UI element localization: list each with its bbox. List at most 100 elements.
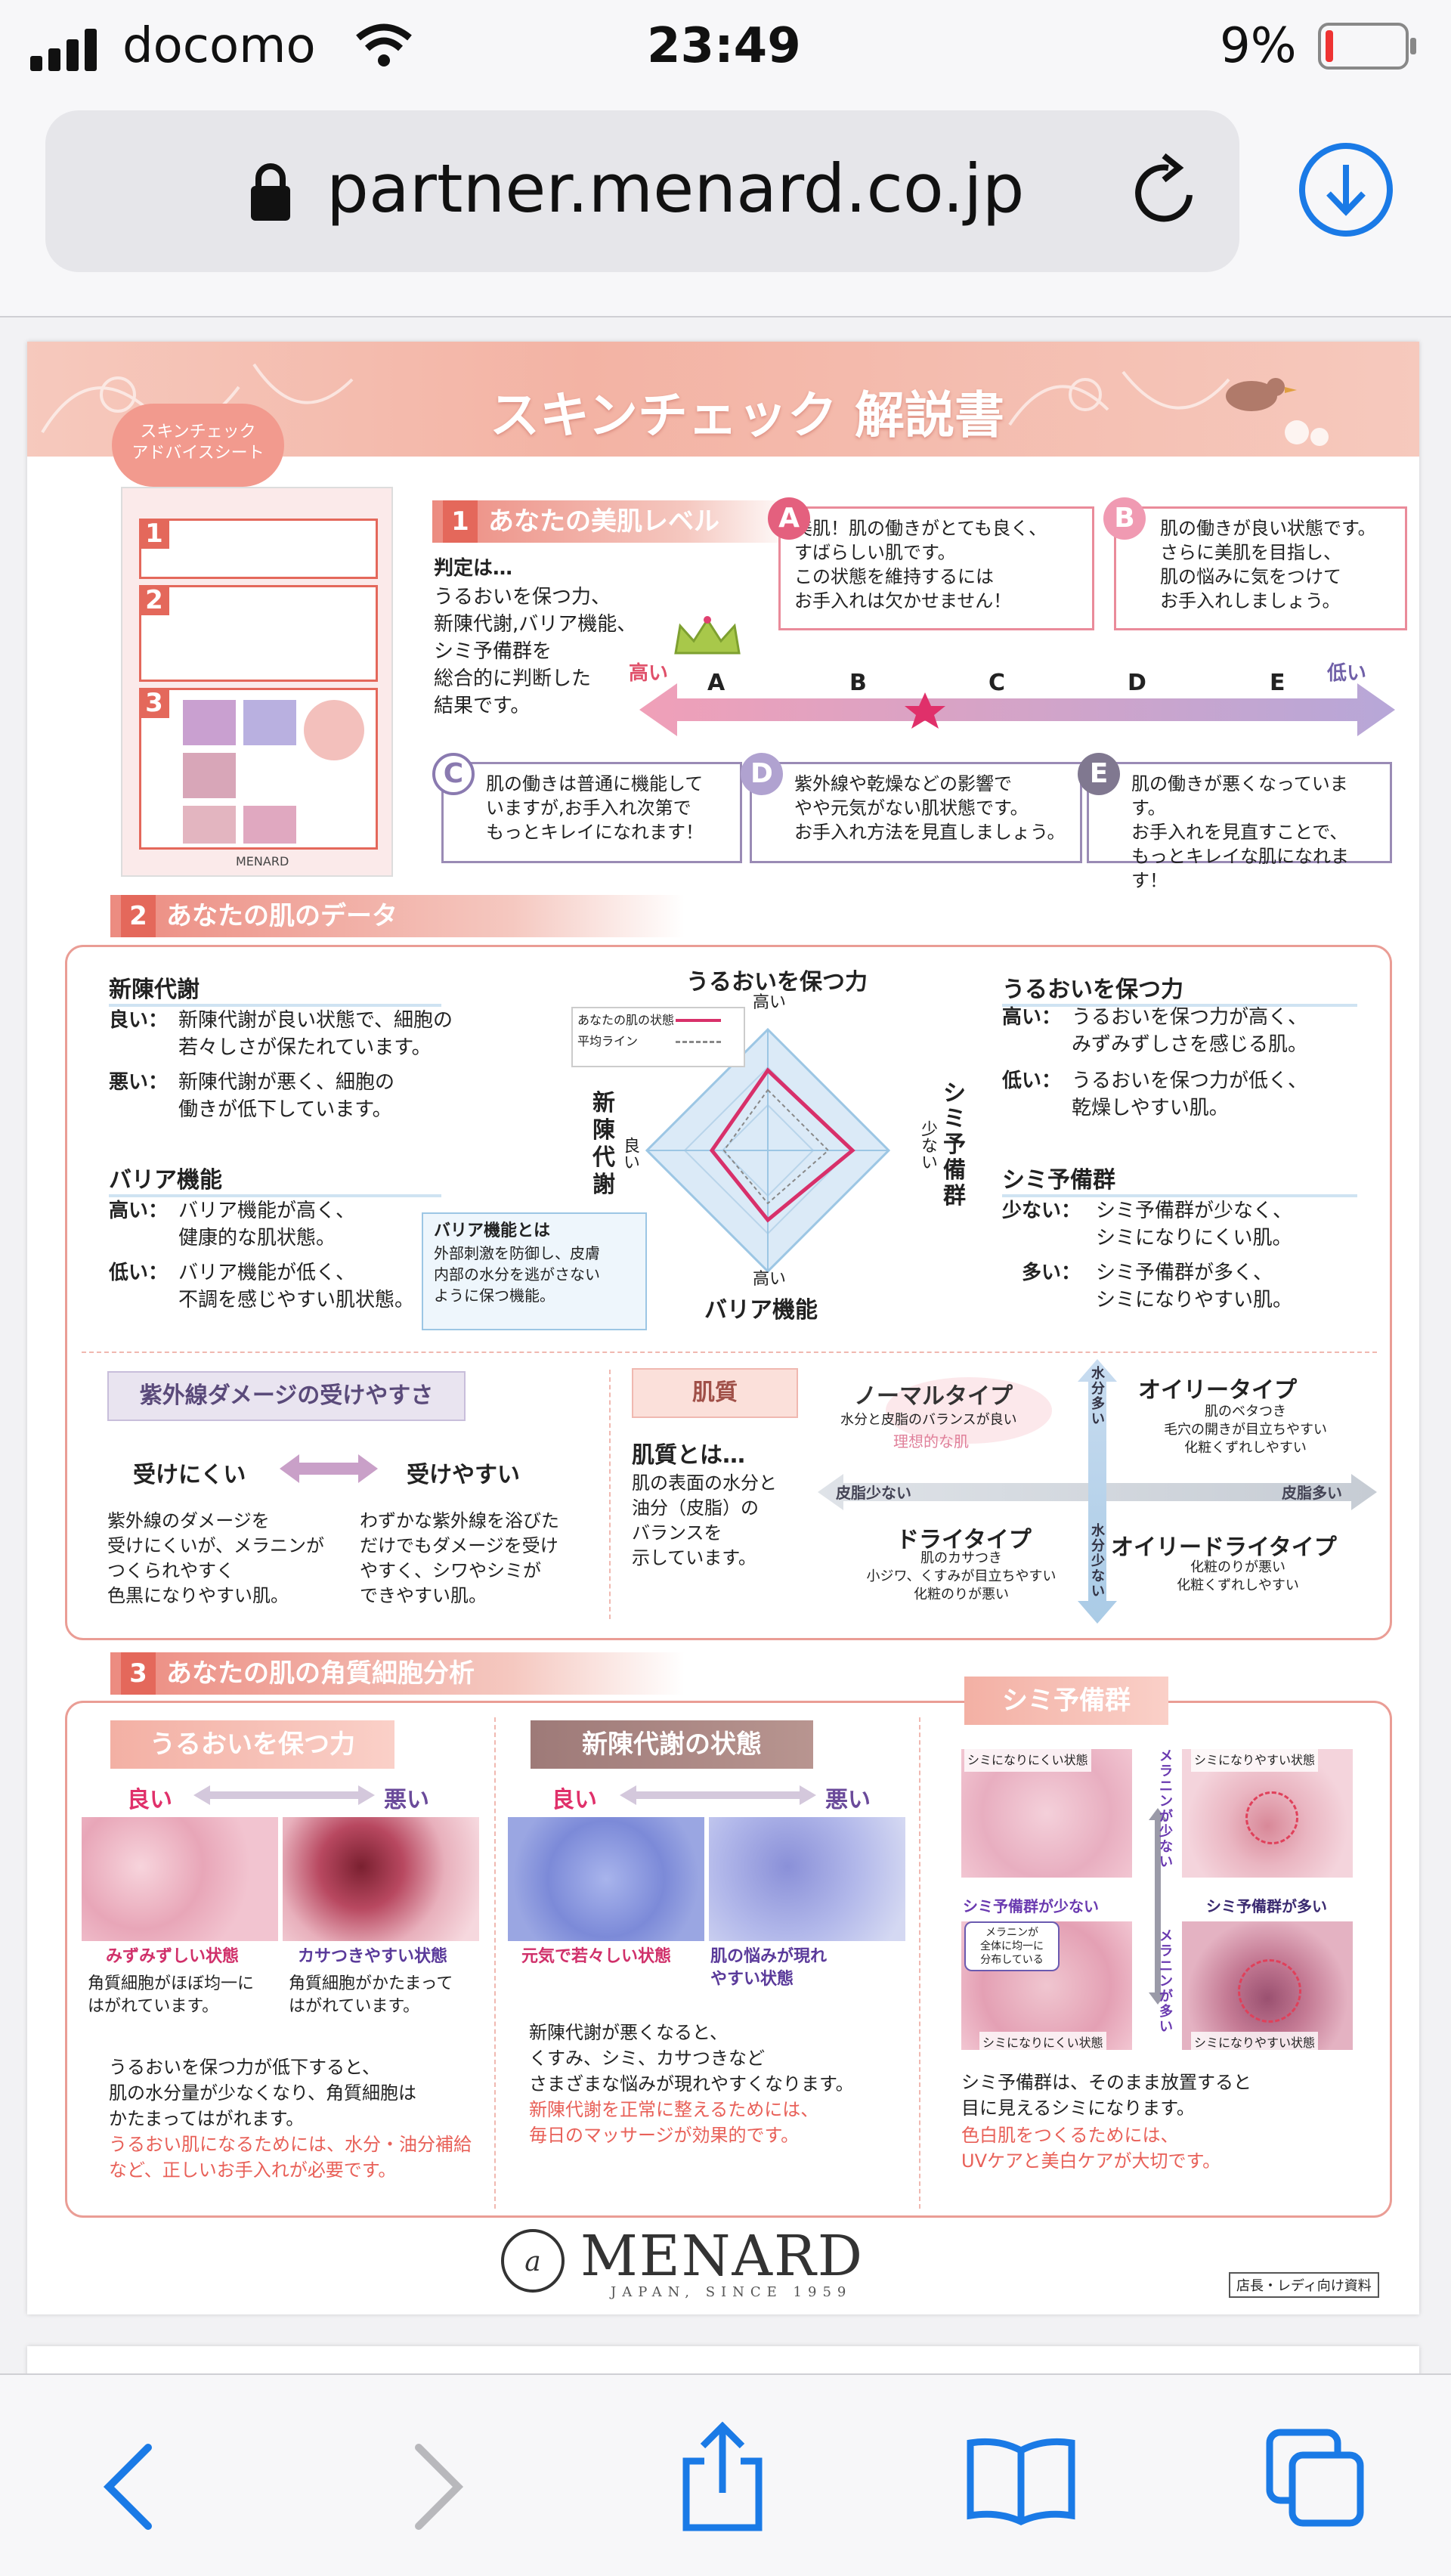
back-icon[interactable] (98, 2441, 166, 2532)
c3-few: シミ予備群が少ない (963, 1894, 1099, 1916)
c1-cap-good: みずみずしい状態 (106, 1947, 240, 1966)
matrix-oilydry: オイリードライタイプ (1111, 1534, 1337, 1561)
uv-title: 紫外線ダメージの受けやすさ (107, 1371, 466, 1421)
level-d: D (1128, 670, 1146, 696)
c2-arrow (620, 1785, 816, 1805)
matrix-normal-ideal: 理想的な肌 (893, 1432, 969, 1451)
barrier-high-key: 高い： (109, 1200, 169, 1222)
section-2-divider (82, 1351, 1377, 1353)
level-e: E (1270, 670, 1285, 696)
radar-legend: あなたの肌の状態 平均ライン (571, 1007, 745, 1067)
c1-arrow (193, 1785, 375, 1805)
c3-mel-few: メ ラ ニ ン が 少 な い (1159, 1748, 1173, 1870)
thumb-brand: MENARD (236, 854, 289, 868)
matrix-sebum-few: 皮脂少ない (836, 1484, 911, 1502)
svg-text:a: a (524, 2246, 540, 2277)
radar-bottom-sub: 高い (753, 1270, 787, 1289)
advice-sheet-thumbnail: 1 2 3 MENARD (121, 487, 393, 877)
c3-red: 色白肌をつくるためには、 UVケアと美白ケアが大切です。 (961, 2125, 1221, 2172)
c1-good: 良い (127, 1787, 172, 1813)
badge-c: C (432, 753, 475, 795)
section-3-div-2 (919, 1717, 920, 2209)
forward-icon[interactable] (401, 2441, 469, 2532)
barrier-high: バリア機能が高く、 健康的な肌状態。 (178, 1200, 356, 1249)
uv-easy: 受けやすい (407, 1462, 520, 1488)
status-bar: docomo 23:49 9% (0, 0, 1451, 98)
moist-high: うるおいを保つ力が高く、 みずみずしさを感じる肌。 (1072, 1006, 1308, 1056)
c3-bubble: メラニンが 全体に均一に 分布している (964, 1921, 1060, 1971)
document-page: スキンチェック 解説書 スキンチェック アドバイスシート 1 2 3 MENAR… (27, 342, 1419, 2314)
badge-a: A (768, 497, 810, 540)
uv-hard: 受けにくい (133, 1462, 246, 1488)
turnover-title: 新陳代謝 (109, 971, 441, 1007)
matrix-water-many: 水 分 多 い (1091, 1366, 1105, 1427)
crown-icon (670, 614, 745, 659)
c1-red: うるおい肌になるためには、水分・油分補給 など、正しいお手入れが必要です。 (109, 2134, 472, 2181)
reload-icon[interactable] (1129, 151, 1205, 230)
doc-title: スキンチェック 解説書 (490, 386, 1004, 444)
quality-tag: 肌質 (632, 1368, 798, 1418)
address-bar[interactable]: partner.menard.co.jp (45, 110, 1239, 272)
lock-icon (249, 160, 292, 222)
badge-b: B (1103, 497, 1146, 540)
section-3-box (65, 1701, 1392, 2218)
moist-low-key: 低い： (1002, 1070, 1062, 1092)
turnover-bad: 新陳代謝が悪く、細胞の 働きが低下しています。 (178, 1071, 395, 1121)
c3-many: シミ予備群が多い (1206, 1894, 1327, 1916)
download-icon[interactable] (1297, 141, 1395, 239)
barrier-low: バリア機能が低く、 不調を感じやすい肌状態。 (178, 1262, 415, 1311)
badge-d: D (741, 753, 783, 795)
judge-text: うるおいを保つ力、 新陳代謝,バリア機能、 シミ予備群を 総合的に判断した 結果… (434, 586, 637, 717)
spot-title: シミ予備群 (1002, 1161, 1357, 1197)
signal-icon (30, 29, 106, 71)
barrier-note: バリア機能とは 外部刺激を防御し、皮膚 内部の水分を逃がさない ように保つ機能。 (422, 1212, 647, 1330)
section-3-div-1 (494, 1717, 496, 2209)
radar-left-label: 新 陳 代 謝 (592, 1090, 615, 1198)
radar-right-label: シ ミ 予 備 群 (943, 1080, 966, 1209)
spot-few-key: 少ない： (1002, 1200, 1081, 1222)
radar-top-sub: 高い (753, 993, 787, 1012)
turnover-bad-key: 悪い： (109, 1071, 169, 1094)
level-c: C (988, 670, 1006, 696)
quality-text: 肌の表面の水分と 油分（皮脂）の バランスを 示しています。 (632, 1472, 777, 1568)
level-note-b: 肌の働きが良い状態です。 さらに美肌を目指し、 肌の悩みに気をつけて お手入れし… (1114, 506, 1407, 630)
uv-hard-text: 紫外線のダメージを 受けにくいが、メラニンが つくられやすく 色黒になりやすい肌… (107, 1510, 325, 1606)
skin-type-matrix (818, 1359, 1377, 1624)
matrix-water-few: 水 分 少 な い (1091, 1523, 1105, 1599)
radar-left-sub: 良い (620, 1137, 639, 1170)
carrier-label: docomo (122, 18, 316, 74)
badge-e: E (1078, 753, 1120, 795)
matrix-oilydry-desc: 化粧のりが悪い 化粧くずれしやすい (1177, 1559, 1299, 1593)
bird-icon (1226, 378, 1297, 411)
c2-red: 新陳代謝を正常に整えるためには、 毎日のマッサージが効果的です。 (529, 2099, 819, 2146)
browser-bottom-bar (0, 2373, 1451, 2576)
radar-top-label: うるおいを保つ力 (686, 969, 868, 995)
c2-bad: 悪い (825, 1787, 871, 1813)
uv-arrow (280, 1454, 378, 1483)
c3-bl-label: シミになりにくい状態 (979, 2032, 1106, 2054)
c1-image-good (82, 1817, 278, 1941)
tabs-icon[interactable] (1264, 2426, 1366, 2529)
url-text[interactable]: partner.menard.co.jp (326, 150, 1025, 228)
matrix-sebum-many: 皮脂多い (1282, 1484, 1342, 1502)
judge-title: 判定は… (434, 557, 513, 580)
level-b: B (849, 670, 867, 696)
turnover-good-key: 良い： (109, 1009, 169, 1032)
c1-desc-bad: 角質細胞がかたまって はがれています。 (289, 1974, 453, 2016)
c3-image-br (1182, 1921, 1353, 2050)
doc-footer-tag: 店長・レディ向け資料 (1229, 2272, 1379, 2298)
level-note-a: 美肌！肌の働きがとても良く、 すばらしい肌です。 この状態を維持するには お手入… (778, 506, 1094, 630)
matrix-oily: オイリータイプ (1138, 1377, 1297, 1404)
c3-tl-label: シミになりにくい状態 (964, 1749, 1091, 1772)
radar-right-sub: 少ない (918, 1120, 937, 1170)
level-a: A (707, 670, 726, 696)
c2-cap-bad: 肌の悩みが現れ やすい状態 (710, 1947, 828, 1989)
share-icon[interactable] (677, 2421, 768, 2535)
level-note-d: 紫外線や乾燥などの影響で やや元気がない肌状態です。 お手入れ方法を見直しましょ… (750, 762, 1082, 863)
bookmarks-icon[interactable] (964, 2435, 1078, 2526)
brand-since: JAPAN, SINCE 1959 (611, 2284, 852, 2300)
c3-cross-arrows (1149, 1808, 1167, 2005)
